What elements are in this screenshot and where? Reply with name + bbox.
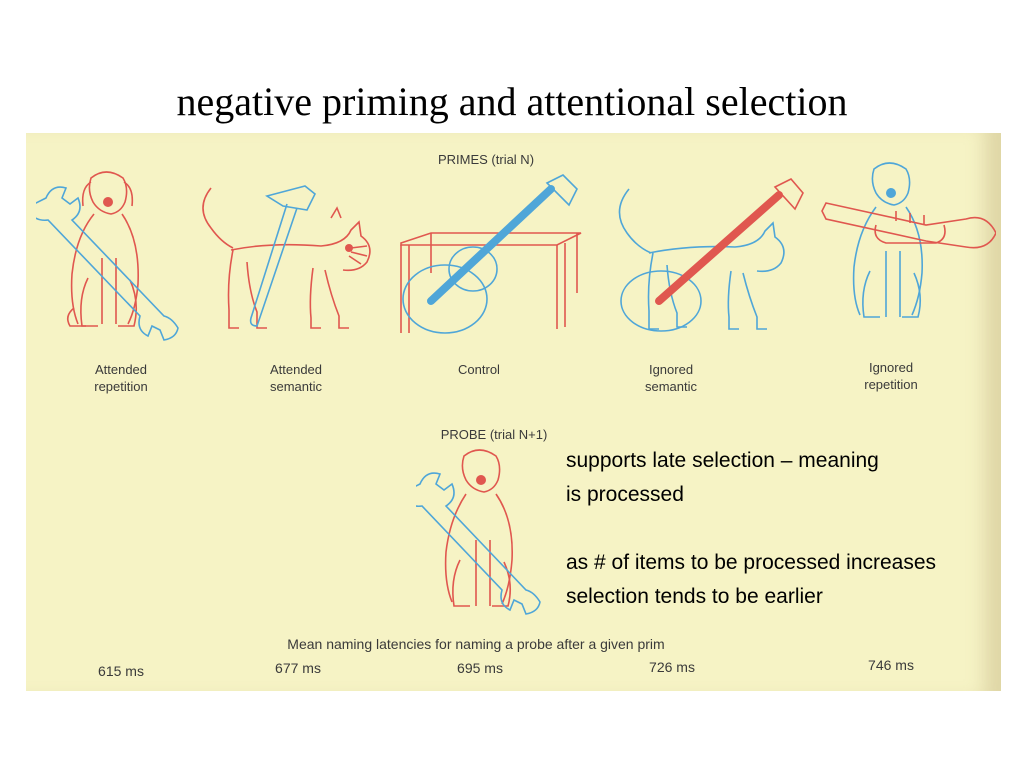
condition-label: Ignored repetition	[864, 360, 918, 392]
latency-value: 746 ms	[868, 657, 914, 673]
condition-label: Attended semantic	[269, 362, 323, 394]
cat-hammer-icon	[202, 185, 371, 329]
note-line: supports late selection – meaning	[566, 449, 879, 472]
note-line: selection tends to be earlier	[566, 585, 823, 608]
table-guitar-icon	[400, 174, 582, 334]
latency-value: 695 ms	[457, 660, 503, 676]
primes-heading: PRIMES (trial N)	[437, 152, 535, 167]
dog-trumpet-icon	[821, 162, 996, 318]
figure-caption: Mean naming latencies for naming a probe…	[287, 636, 665, 652]
condition-label: Ignored semantic	[644, 362, 698, 394]
note-line: as # of items to be processed increases	[566, 551, 937, 574]
note-line: is processed	[566, 483, 684, 506]
probe-heading: PROBE (trial N+1)	[440, 427, 548, 442]
latency-value: 726 ms	[649, 659, 695, 675]
latency-value: 615 ms	[98, 663, 144, 679]
cat-guitar-icon	[618, 178, 804, 332]
priming-figure: PRIMES (trial N) Attended repetition	[26, 133, 1001, 691]
condition-label: Attended repetition	[94, 362, 148, 394]
latency-value: 677 ms	[275, 660, 321, 676]
condition-label: Control	[458, 362, 500, 377]
dog-wrench-icon	[36, 171, 179, 341]
slide-title: negative priming and attentional selecti…	[176, 79, 848, 124]
notes-text: supports late selection – meaning is pro…	[566, 444, 1024, 614]
probe-dog-wrench-icon	[416, 449, 541, 615]
